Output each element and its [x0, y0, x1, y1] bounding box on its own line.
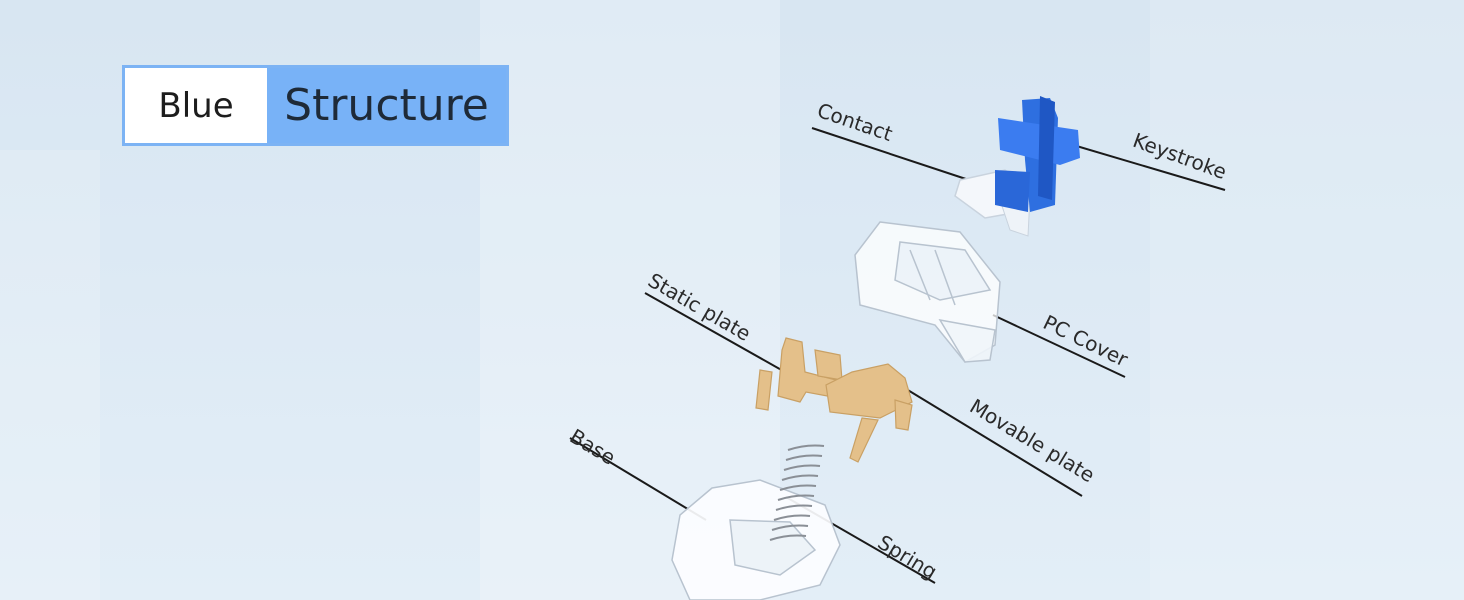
leader-line-keystroke — [1062, 141, 1226, 191]
background-panel — [1150, 0, 1464, 600]
leader-line-pc-cover — [992, 314, 1126, 378]
pc-cover-part — [854, 221, 1001, 363]
movable-plate-part — [825, 363, 913, 463]
background-panel — [0, 150, 100, 600]
title-left: Blue — [158, 85, 234, 126]
leader-line-base — [569, 437, 707, 521]
keystroke-part — [954, 96, 1080, 237]
base-part — [671, 479, 841, 600]
spring-part — [769, 444, 825, 541]
title-right: Structure — [267, 68, 506, 143]
leader-line-static-plate — [644, 292, 786, 373]
leader-line-contact — [811, 127, 976, 183]
static-plate-part — [755, 337, 843, 411]
leader-line-movable-plate — [892, 380, 1083, 497]
title-box: Blue Structure — [122, 65, 509, 146]
